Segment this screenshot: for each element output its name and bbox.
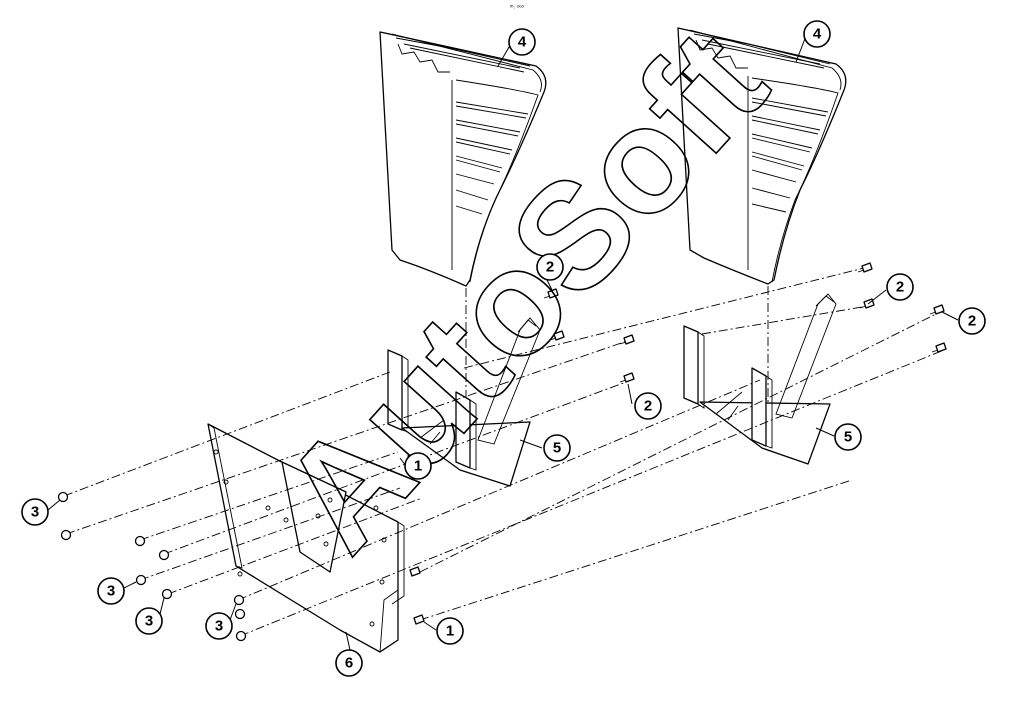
callout-6: 6	[335, 649, 363, 677]
bolt	[413, 614, 425, 625]
nut	[161, 588, 173, 600]
svg-text:5: 5	[553, 440, 561, 457]
base-plate	[207, 423, 405, 653]
svg-text:2: 2	[644, 398, 652, 415]
nut	[57, 491, 69, 503]
svg-text:4: 4	[518, 34, 527, 51]
bracket-left	[387, 317, 541, 487]
bolt	[543, 288, 559, 299]
nut	[135, 574, 147, 586]
svg-text:3: 3	[215, 618, 223, 635]
callout-4: 4	[508, 28, 536, 56]
bolt	[857, 262, 873, 273]
fastener-axis-lines	[63, 267, 945, 637]
bracket-right	[683, 293, 837, 465]
callout-4: 4	[803, 20, 831, 48]
callout-1: 1	[436, 617, 464, 645]
svg-text:1: 1	[446, 623, 454, 640]
svg-text:3: 3	[145, 613, 153, 630]
mud-flap-right	[677, 27, 847, 285]
bolt	[929, 304, 945, 315]
svg-text:6: 6	[345, 655, 353, 672]
bolt	[619, 334, 635, 345]
callout-3: 3	[135, 607, 163, 635]
bolt	[549, 330, 565, 341]
nut	[235, 630, 247, 642]
mud-flap-left	[379, 31, 547, 287]
svg-text:3: 3	[107, 583, 115, 600]
bolt	[931, 342, 947, 353]
callout-2: 2	[536, 253, 564, 281]
callout-2: 2	[958, 307, 986, 335]
svg-text:1: 1	[414, 458, 422, 475]
callout-5: 5	[543, 434, 571, 462]
callout-3: 3	[97, 577, 125, 605]
nut	[233, 594, 245, 606]
callout-2: 2	[634, 392, 662, 420]
svg-text:2: 2	[968, 313, 976, 330]
nut	[134, 535, 146, 547]
svg-text:5: 5	[844, 429, 852, 446]
svg-text:2: 2	[896, 279, 904, 296]
callout-2: 2	[886, 273, 914, 301]
callout-5: 5	[834, 423, 862, 451]
nut	[234, 608, 246, 620]
bolt	[619, 372, 635, 383]
nut	[158, 549, 170, 561]
svg-text:4: 4	[813, 26, 822, 43]
callout-3: 3	[205, 612, 233, 640]
svg-text:2: 2	[546, 259, 554, 276]
callout-3: 3	[21, 498, 49, 526]
nut	[60, 529, 72, 541]
bolt	[409, 566, 421, 577]
header-mark: ᵐ˒ ᵒᵒᵒ	[510, 5, 525, 11]
nuts	[57, 491, 247, 642]
callout-1: 1	[404, 452, 432, 480]
svg-text:3: 3	[31, 504, 39, 521]
